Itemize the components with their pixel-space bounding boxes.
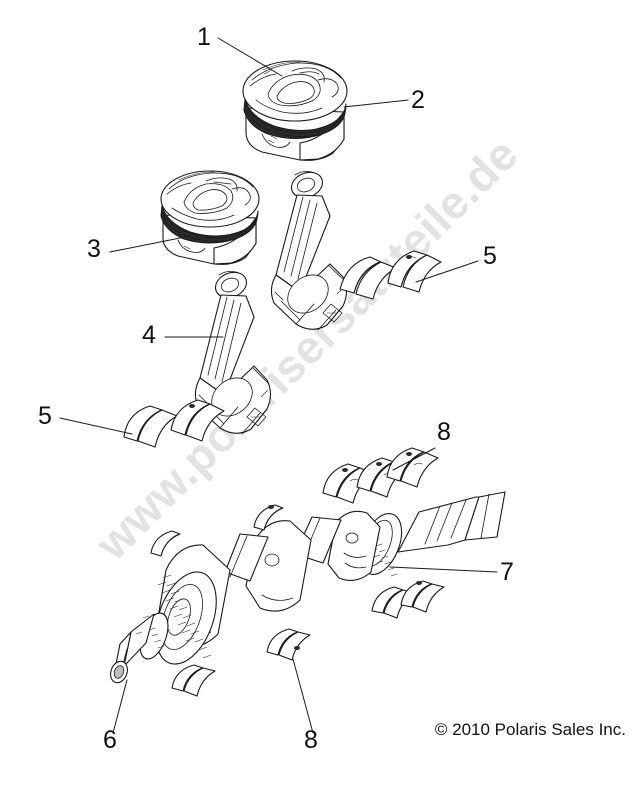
callout-number-5-left: 5	[38, 402, 52, 430]
piston-3-illustration	[160, 170, 260, 265]
connecting-rod-left-illustration	[194, 271, 272, 435]
rod-bearing-shells-left	[123, 399, 225, 448]
leader-line-6	[112, 679, 128, 734]
callout-number-6: 6	[103, 726, 117, 754]
callout-number-1: 1	[197, 23, 211, 51]
leader-line-5-right	[415, 260, 479, 283]
callout-number-8-upper: 8	[437, 418, 451, 446]
callout-number-5-right: 5	[483, 242, 497, 270]
callout-number-8-lower: 8	[304, 726, 318, 754]
main-bearing-shells-upper	[322, 447, 439, 504]
leader-line-7	[389, 566, 498, 573]
leader-line-2	[343, 99, 409, 108]
crankshaft-nose	[110, 613, 155, 684]
leader-line-1	[217, 37, 283, 77]
connecting-rod-right-illustration	[270, 171, 348, 331]
copyright-notice: © 2010 Polaris Sales Inc.	[435, 720, 626, 739]
leader-line-8-lower	[292, 658, 314, 734]
callout-number-3: 3	[87, 235, 101, 263]
crankshaft-illustration	[110, 491, 506, 697]
piston-1-illustration	[242, 60, 348, 161]
crankshaft-drive-gear	[155, 571, 217, 665]
leader-line-8-upper	[392, 447, 436, 471]
callout-number-2: 2	[411, 86, 425, 114]
leader-line-3	[109, 235, 191, 253]
leader-line-5-left	[59, 417, 133, 435]
rod-bearing-shells-right	[339, 250, 442, 300]
callout-number-7: 7	[500, 558, 514, 586]
callout-number-4: 4	[142, 321, 156, 349]
